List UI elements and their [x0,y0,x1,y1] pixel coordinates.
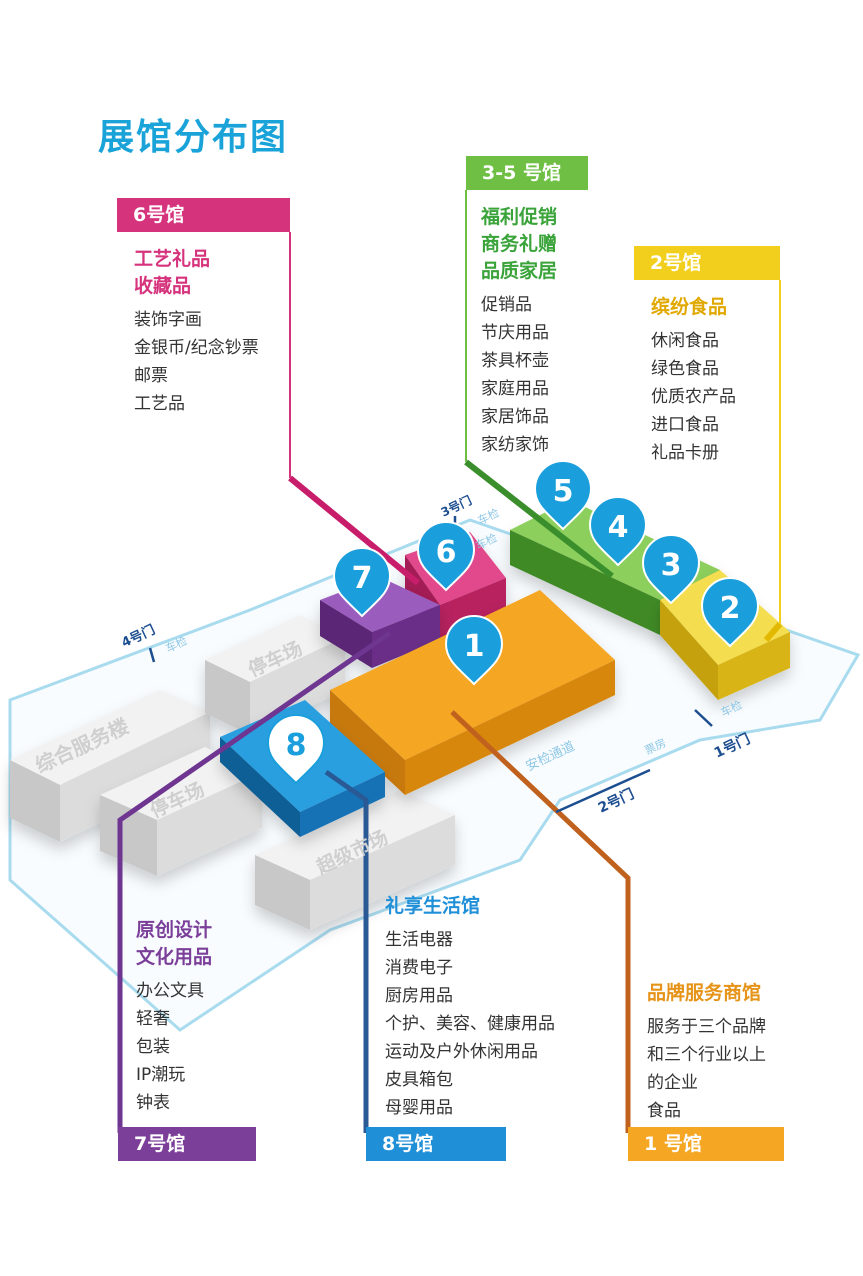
pin-hall-1: 1 [444,615,504,686]
svg-text:1: 1 [464,629,485,664]
svg-text:3: 3 [661,548,682,583]
pin-hall-2: 2 [700,577,760,648]
hall35-item: 家庭用品 [481,379,549,399]
hall6-item: 邮票 [134,366,168,386]
hall2-item: 优质农产品 [651,387,736,407]
hall8-item: 生活电器 [385,930,453,950]
hall6-item: 工艺品 [134,394,185,414]
hall1-tag: 1 号馆 [628,1127,784,1161]
svg-text:7: 7 [352,561,373,596]
hall8-tag: 8号馆 [366,1127,506,1161]
svg-text:6: 6 [436,535,457,570]
hall7-item: IP潮玩 [136,1065,186,1085]
hall35-heading-3: 品质家居 [481,260,558,282]
leader-line-hall35 [464,459,614,579]
gate-label-2: 2号门 [595,785,636,816]
hall6-heading-1: 工艺礼品 [134,248,211,270]
hall35-tag: 3-5 号馆 [466,156,588,190]
hall35-item: 家居饰品 [481,407,549,427]
leader-line-hall6 [288,475,420,586]
hall6-item: 金银币/纪念钞票 [134,338,259,358]
hall1-item: 和三个行业以上 [647,1045,766,1065]
hall2-item: 绿色食品 [651,359,719,379]
hall35-heading-2: 商务礼赠 [481,233,558,255]
hall1-item: 食品 [647,1101,681,1121]
pin-hall-5: 5 [533,460,593,531]
hall2-item: 休闲食品 [651,331,719,351]
leader-line-hall1 [450,710,631,1133]
building-parking-2 [100,747,262,876]
hall2-item: 进口食品 [651,415,719,435]
gate-label-3: 3号门 [438,492,474,519]
hall8-item: 消费电子 [385,958,453,978]
hall2-tag: 2号馆 [634,246,780,280]
hall35-item: 茶具杯壶 [481,351,549,371]
building-service [10,690,210,842]
svg-text:4: 4 [608,510,629,545]
hall2-heading: 缤纷食品 [651,296,728,318]
pin-hall-8: 8 [266,714,326,785]
hall1-info: 品牌服务商馆 服务于三个品牌 和三个行业以上 的企业 食品 [647,980,766,1125]
hall6-heading-2: 收藏品 [134,275,192,297]
pin-hall-3: 3 [641,534,701,605]
hall7-item: 轻奢 [136,1009,170,1029]
pins: 5 4 3 2 6 7 1 8 [266,460,760,785]
page-title: 展馆分布图 [98,117,289,158]
hall7-tag: 7号馆 [118,1127,256,1161]
hall1-item: 的企业 [647,1073,698,1093]
pin-hall-7: 7 [332,547,392,618]
hall6-item: 装饰字画 [134,310,202,330]
hall8-item: 皮具箱包 [385,1070,453,1090]
hall8-info: 礼享生活馆 生活电器 消费电子 厨房用品 个护、美容、健康用品 运动及户外休闲用… [385,893,555,1122]
hall7-item: 办公文具 [136,981,204,1001]
hall8-heading: 礼享生活馆 [385,895,481,917]
hall6-info: 工艺礼品 收藏品 装饰字画 金银币/纪念钞票 邮票 工艺品 [134,246,259,418]
hall2-info: 缤纷食品 休闲食品 绿色食品 优质农产品 进口食品 礼品卡册 [651,294,736,467]
hall35-item: 促销品 [481,295,532,315]
hall7-item: 包装 [136,1037,170,1057]
hall1-heading: 品牌服务商馆 [647,982,762,1004]
checkpoint-label-2: 车检 [475,505,501,527]
hall1-item: 服务于三个品牌 [647,1017,766,1037]
hall7-heading-2: 文化用品 [136,946,213,968]
hall8-item: 母婴用品 [385,1098,453,1118]
pin-hall-4: 4 [588,496,648,567]
hall7-info: 原创设计 文化用品 办公文具 轻奢 包装 IP潮玩 钟表 [136,917,212,1117]
svg-text:8: 8 [286,728,307,763]
hall8-item: 厨房用品 [385,986,453,1006]
leader-line-hall8 [324,769,369,1133]
leader-line-hall7 [117,630,392,1133]
hall8-item: 个护、美容、健康用品 [385,1014,555,1034]
building-supermarket [255,790,455,930]
hall35-item: 节庆用品 [481,323,549,343]
svg-text:5: 5 [553,474,574,509]
hall7-heading-1: 原创设计 [136,919,213,941]
pin-hall-6: 6 [416,521,476,592]
hall35-heading-1: 福利促销 [481,206,558,228]
hall35-item: 家纺家饰 [481,435,549,455]
hall2-item: 礼品卡册 [651,443,719,463]
hall7-item: 钟表 [136,1093,170,1113]
svg-text:2: 2 [720,591,741,626]
leader-line-hall2 [763,622,783,642]
hall35-info: 福利促销 商务礼赠 品质家居 促销品 节庆用品 茶具杯壶 家庭用品 家居饰品 家… [481,204,557,459]
hall8-item: 运动及户外休闲用品 [385,1042,538,1062]
hall6-tag: 6号馆 [117,198,290,232]
